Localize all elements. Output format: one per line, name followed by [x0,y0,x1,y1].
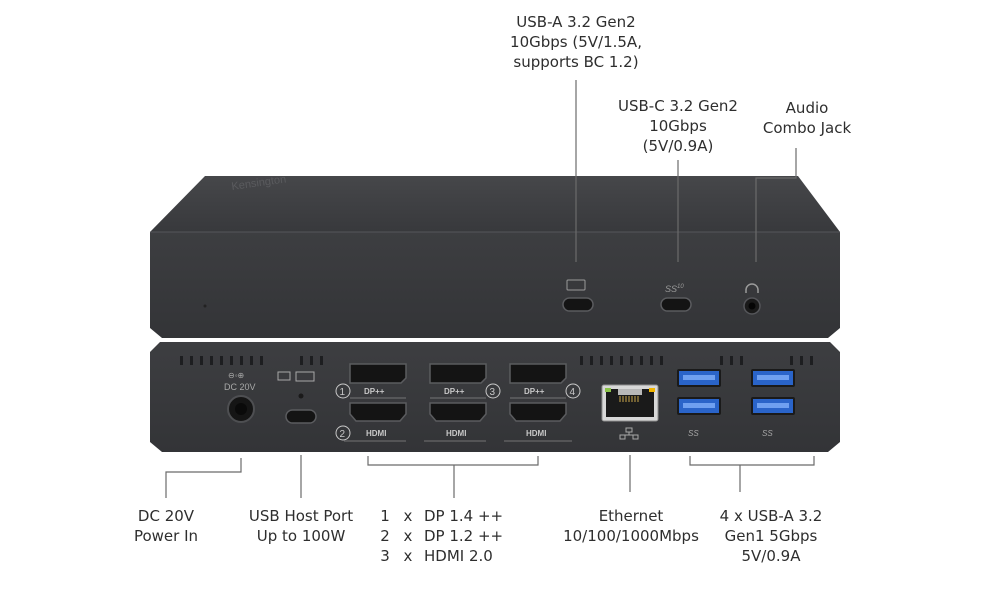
callout-line: 10Gbps (5V/1.5A, [510,33,642,51]
callout-video: 1 x DP 1.4 ++ 2 x DP 1.2 ++ 3 x HDMI 2.0 [378,506,532,566]
leader-usb-a-bracket [689,456,815,466]
dc-polarity-icon: ⊖◦⊕ [228,371,244,380]
superspeed-icon [295,371,315,382]
video-row-2: 2 x DP 1.2 ++ [378,526,532,546]
leader-audio [755,148,797,262]
power-led [203,304,207,308]
front-usb-c-port-2 [660,297,692,312]
callout-line: Audio [785,99,829,117]
dp-label-1: DP++ [364,387,385,396]
front-port-1 [562,279,594,312]
video-spec: DP 1.4 ++ [424,507,504,525]
callout-line: USB-C 3.2 Gen2 [618,97,738,115]
host-led [298,393,304,399]
front-port-2: SS10 [660,284,692,312]
callout-line: USB-A 3.2 Gen2 [516,13,636,31]
ethernet-port [601,384,659,440]
dc-label: DC 20V [224,382,256,392]
callout-line: Combo Jack [762,119,852,137]
hdmi-label-3: HDMI [526,429,546,438]
port-number-3: 3 [490,387,496,398]
dock-rear-unit: ⊖◦⊕ DC 20V DP++ DP++ DP++ [150,342,840,452]
video-row-1: 1 x DP 1.4 ++ [378,506,532,526]
network-icon [619,427,639,440]
dc-power-port: ⊖◦⊕ DC 20V [224,371,256,423]
usb-a-rear-ports: SS SS [677,369,795,438]
headphone-icon [745,283,759,293]
callout-line: USB Host Port [248,507,354,525]
callout-line: Power In [133,527,199,545]
callout-line: Up to 100W [256,527,346,545]
front-unit-top [150,176,840,232]
video-count: 3 [380,547,390,565]
callout-line: 4 x USB-A 3.2 [719,507,823,525]
front-unit-face [150,232,840,338]
dp-port-2: DP++ [429,363,487,399]
callout-ethernet: Ethernet 10/100/1000Mbps [556,506,706,546]
dock-front-unit: Kensington SS10 [150,173,840,338]
hdmi-label-1: HDMI [366,429,386,438]
callout-line: DC 20V [137,507,195,525]
leader-dc [165,458,242,498]
callout-line: 10Gbps [649,117,707,135]
video-spec: HDMI 2.0 [424,547,493,565]
hdmi-port-1: HDMI [344,402,407,442]
port-number-4: 4 [570,387,576,398]
callout-usb-c-front: USB-C 3.2 Gen2 10Gbps (5V/0.9A) [605,96,751,156]
hdmi-label-2: HDMI [446,429,466,438]
hdmi-port-3: HDMI [504,402,572,442]
usb-host-port [277,371,317,424]
port-number-2: 2 [340,429,346,440]
callout-dc-power: DC 20V Power In [116,506,216,546]
port-number-1: 1 [340,387,346,398]
callout-line: (5V/0.9A) [642,137,714,155]
hdmi-port-2: HDMI [424,402,487,442]
callout-line: 5V/0.9A [741,547,801,565]
callout-audio: Audio Combo Jack [752,98,862,138]
dp-label-3: DP++ [524,387,545,396]
dp-port-3: DP++ [509,363,567,399]
dp-port-1: DP++ [349,363,407,399]
host-usb-c-jack [285,409,317,424]
video-count: 1 [380,507,390,525]
callout-line: 10/100/1000Mbps [563,527,699,545]
battery-charge-icon [566,279,586,291]
audio-port [743,283,761,315]
callout-usb-host: USB Host Port Up to 100W [236,506,366,546]
video-times: x [403,527,413,545]
port-number-circles [335,383,581,441]
dp-label-2: DP++ [444,387,465,396]
laptop-icon [277,371,291,381]
superspeed-icon-right: SS [762,429,773,438]
front-usb-c-port-1 [562,297,594,312]
vent-slots [180,356,813,365]
callout-line: Gen1 5Gbps [724,527,818,545]
rear-unit-face [150,342,840,452]
callout-line: supports BC 1.2) [513,53,639,71]
leader-video-bracket [367,456,539,466]
video-times: x [403,547,413,565]
callout-usb-a-rear: 4 x USB-A 3.2 Gen1 5Gbps 5V/0.9A [706,506,836,566]
leader-lines [165,80,815,498]
callout-line: Ethernet [598,507,664,525]
video-row-3: 3 x HDMI 2.0 [378,546,532,566]
callout-usb-a-front: USB-A 3.2 Gen2 10Gbps (5V/1.5A, supports… [500,12,652,72]
superspeed-icon-left: SS [688,429,699,438]
video-spec: DP 1.2 ++ [424,527,504,545]
video-count: 2 [380,527,390,545]
video-times: x [403,507,413,525]
superspeed-10-icon: SS10 [665,284,684,294]
